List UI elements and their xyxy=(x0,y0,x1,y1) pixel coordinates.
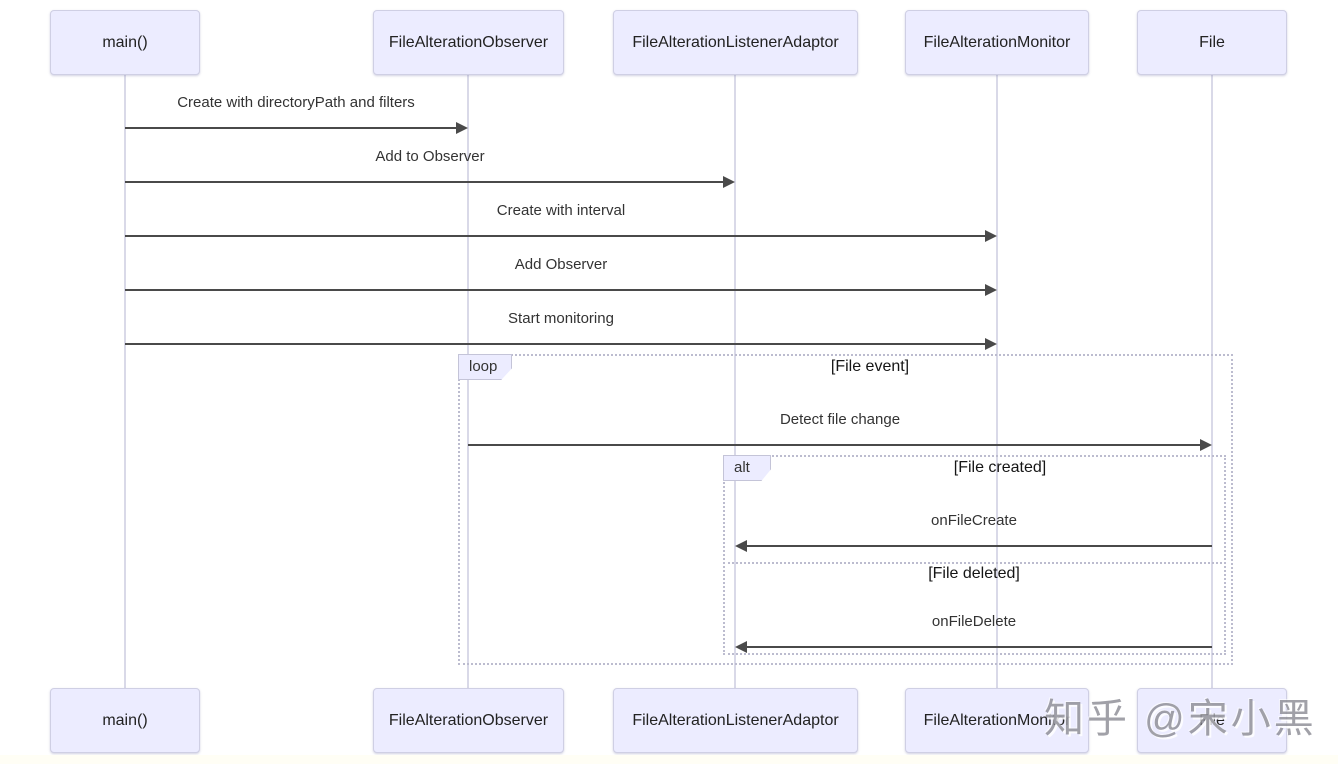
alt-frame xyxy=(723,455,1226,655)
actor-label: FileAlterationObserver xyxy=(388,33,549,51)
actor-label: FileAlterationMonitor xyxy=(923,33,1071,51)
actor-bottom-observer: FileAlterationObserver xyxy=(373,688,564,753)
message-label-add-observer: Add Observer xyxy=(514,256,608,273)
actor-top-main: main() xyxy=(50,10,200,75)
message-arrow-add-observer xyxy=(125,284,997,296)
page-bottom-strip xyxy=(0,755,1338,764)
lifeline-listener-adaptor xyxy=(734,75,736,688)
zhihu-watermark: 知乎 @宋小黑 xyxy=(1044,697,1317,741)
actor-top-listener-adaptor: FileAlterationListenerAdaptor xyxy=(613,10,858,75)
lifeline-observer xyxy=(467,75,469,688)
message-label-detect-change: Detect file change xyxy=(779,411,901,428)
loop-guard-label: [File event] xyxy=(830,358,910,375)
actor-label: FileAlterationListenerAdaptor xyxy=(632,711,839,729)
actor-bottom-monitor: FileAlterationMonitor xyxy=(905,688,1089,753)
message-arrow-add-to-observer xyxy=(125,176,735,188)
alt-section-divider xyxy=(723,562,1226,564)
message-label-create-observer: Create with directoryPath and filters xyxy=(177,94,415,111)
message-label-start-monitoring: Start monitoring xyxy=(508,310,614,327)
actor-top-file: File xyxy=(1137,10,1287,75)
message-arrow-create-interval xyxy=(125,230,997,242)
lifeline-file xyxy=(1211,75,1213,688)
message-arrow-create-observer xyxy=(125,122,468,134)
actor-top-monitor: FileAlterationMonitor xyxy=(905,10,1089,75)
alt-frame-tab: alt xyxy=(723,455,771,481)
message-label-add-to-observer: Add to Observer xyxy=(375,148,485,165)
alt-guard-file-deleted: [File deleted] xyxy=(928,565,1020,582)
actor-label: main() xyxy=(102,711,148,729)
message-arrow-start-monitoring xyxy=(125,338,997,350)
alt-guard-file-created: [File created] xyxy=(953,459,1047,476)
actor-bottom-listener-adaptor: FileAlterationListenerAdaptor xyxy=(613,688,858,753)
actor-label: main() xyxy=(102,33,148,51)
actor-top-observer: FileAlterationObserver xyxy=(373,10,564,75)
message-arrow-on-file-create xyxy=(735,540,1212,552)
loop-frame xyxy=(458,354,1233,665)
message-label-on-file-create: onFileCreate xyxy=(931,512,1017,529)
actor-label: File xyxy=(1199,33,1225,51)
message-arrow-detect-change xyxy=(468,439,1212,451)
message-arrow-on-file-delete xyxy=(735,641,1212,653)
message-label-on-file-delete: onFileDelete xyxy=(931,613,1017,630)
actor-bottom-main: main() xyxy=(50,688,200,753)
actor-bottom-file: File xyxy=(1137,688,1287,753)
actor-label: FileAlterationObserver xyxy=(388,711,549,729)
message-label-create-interval: Create with interval xyxy=(496,202,626,219)
actor-label: File xyxy=(1199,711,1225,729)
lifeline-main xyxy=(124,75,126,688)
loop-frame-tab: loop xyxy=(458,354,512,380)
lifeline-monitor xyxy=(996,75,998,688)
actor-label: FileAlterationListenerAdaptor xyxy=(632,33,839,51)
actor-label: FileAlterationMonitor xyxy=(923,711,1071,729)
